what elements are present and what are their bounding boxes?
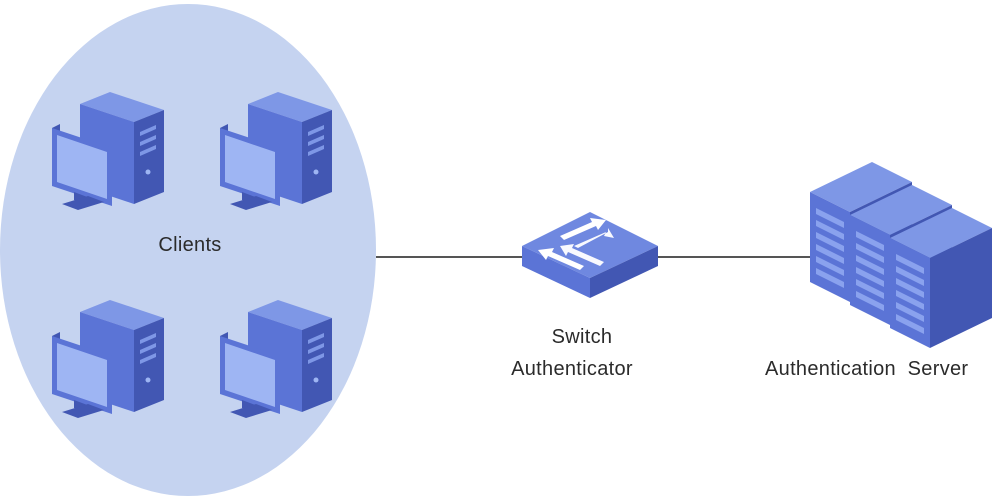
authentication-server-label: Authentication Server: [765, 358, 969, 380]
network-switch-icon: [522, 212, 658, 298]
switch-label: Switch: [551, 326, 613, 348]
clients-label: Clients: [158, 234, 222, 256]
authenticator-label: Authenticator: [511, 358, 633, 380]
